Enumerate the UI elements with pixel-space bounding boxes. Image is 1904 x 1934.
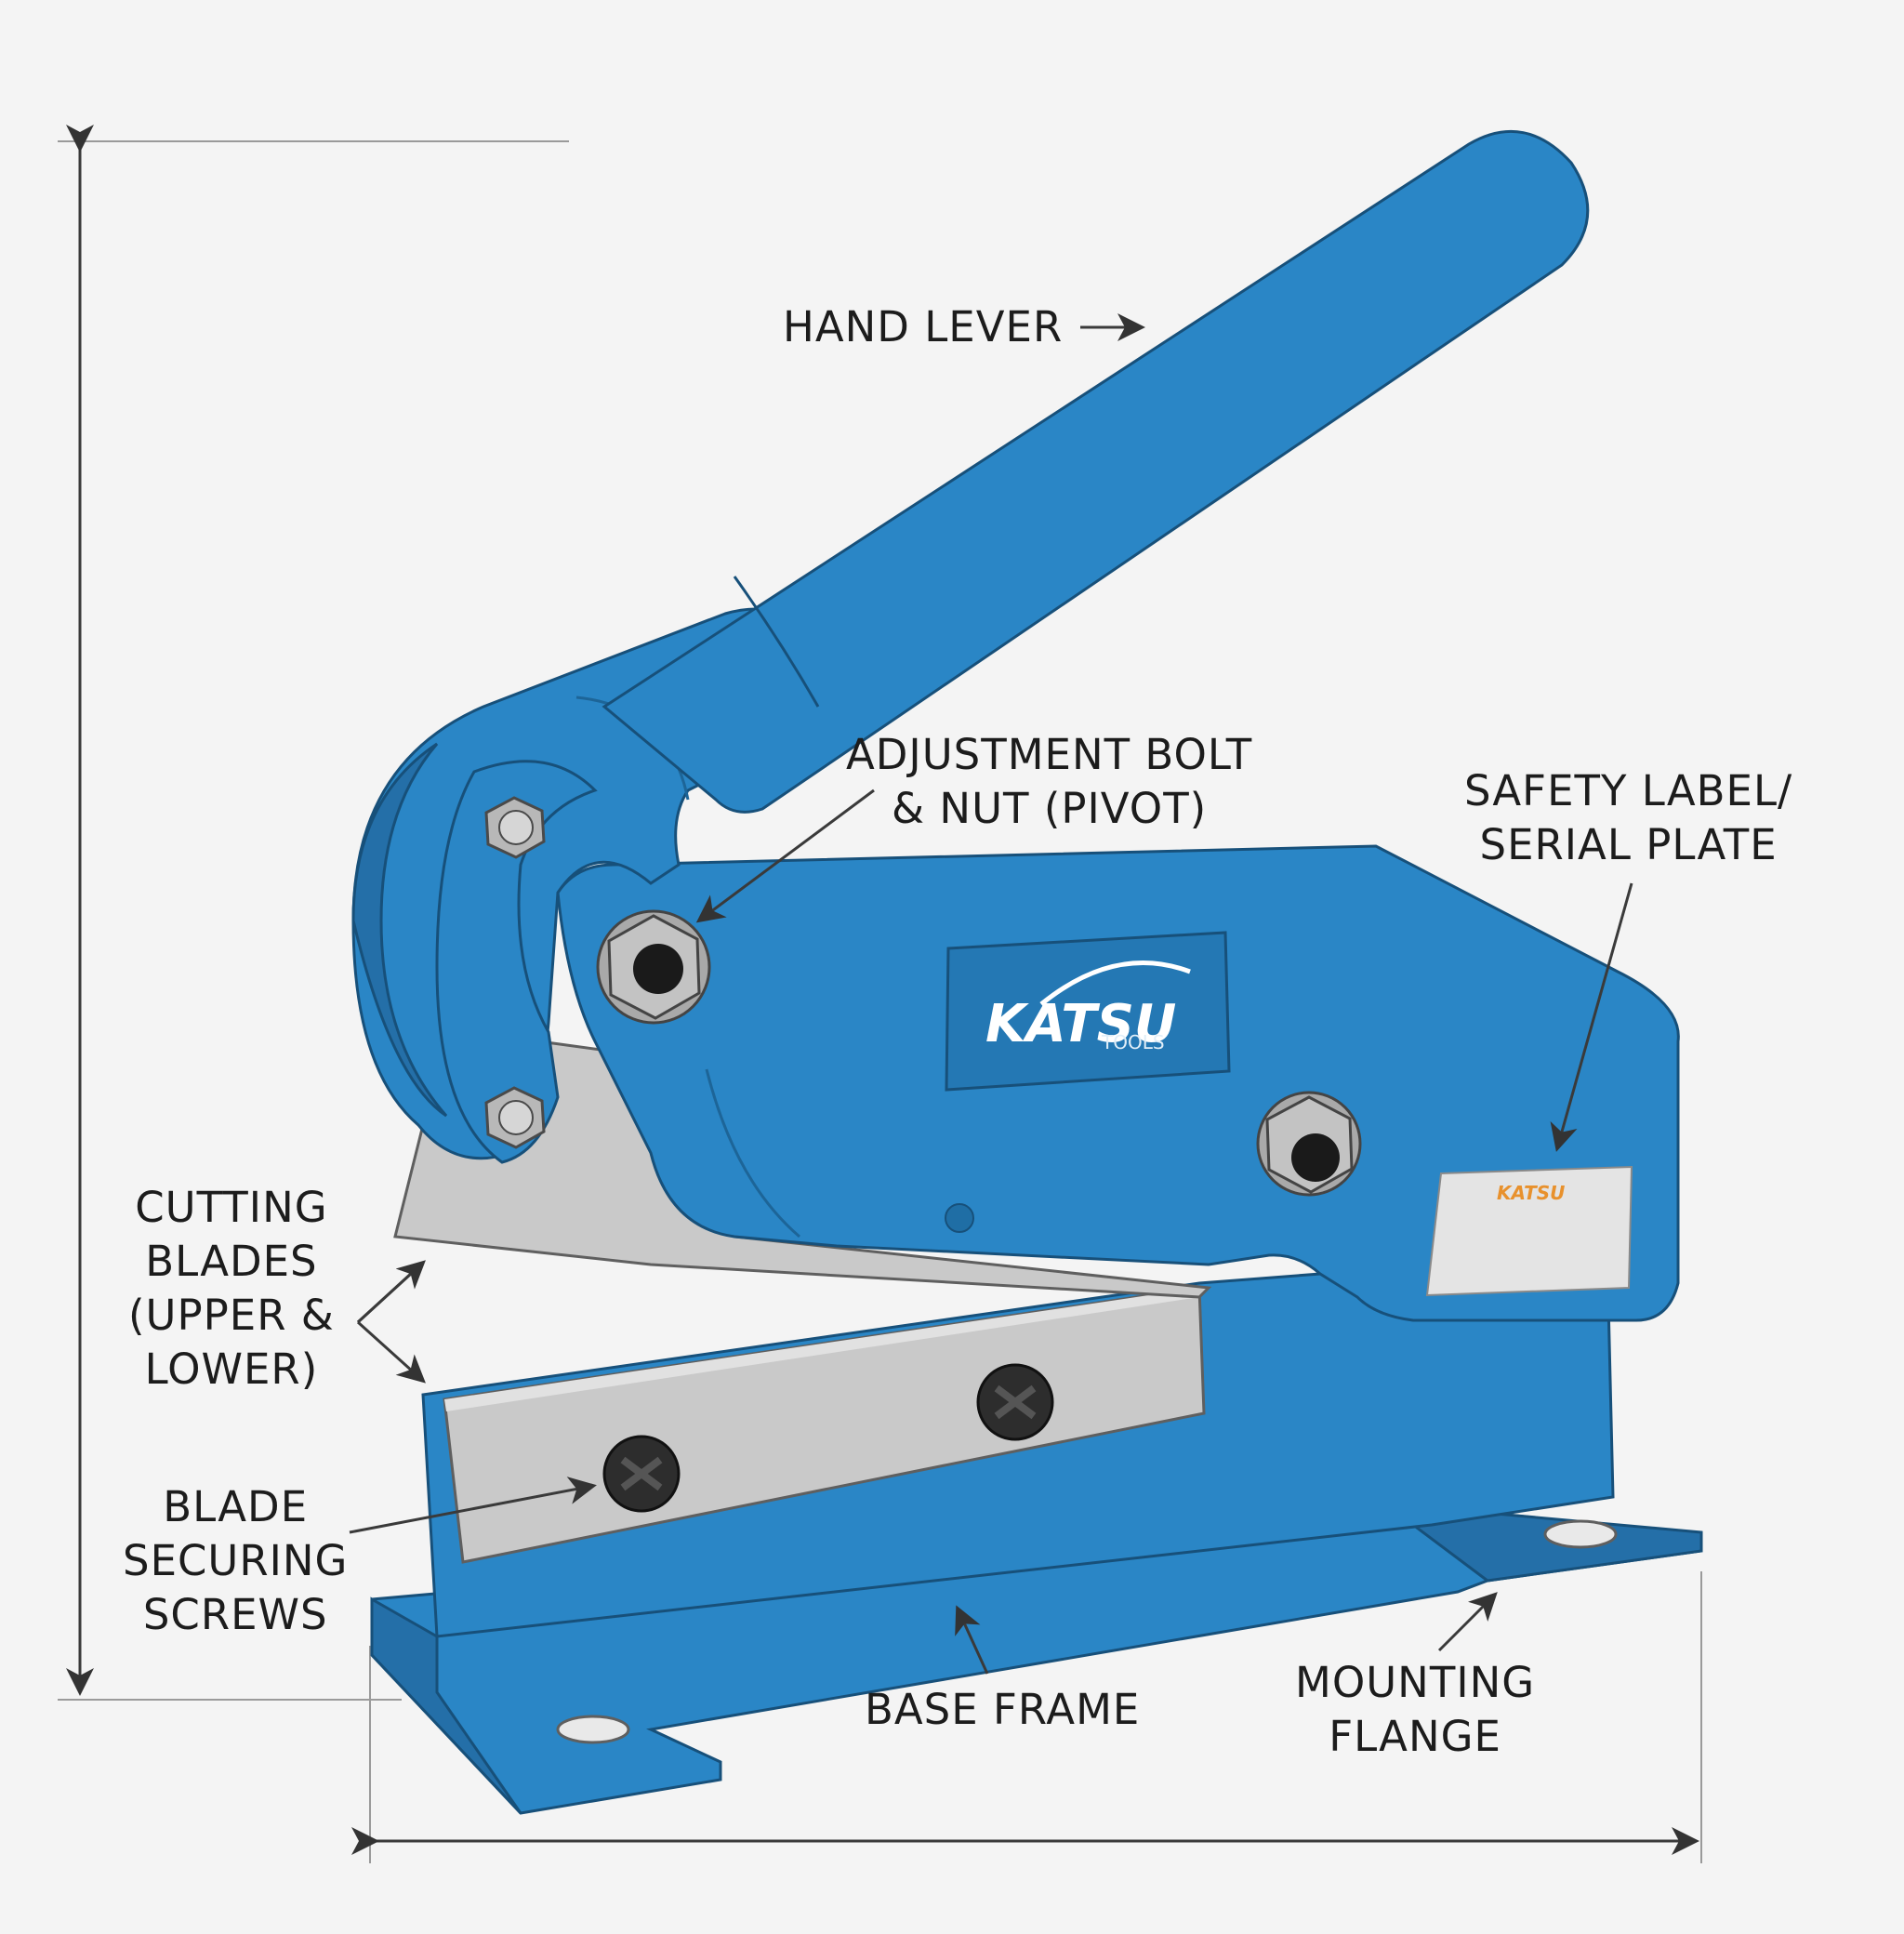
serial-plate-logo: KATSU — [1497, 1182, 1565, 1204]
rear-bolt — [1256, 1091, 1362, 1197]
brand-logo-subtext: TOOLS — [1101, 1031, 1165, 1053]
label-cutting-blades-line3: (UPPER & — [128, 1291, 335, 1340]
label-blade-screws: BLADE SECURING SCREWS — [123, 1480, 348, 1642]
label-cutting-blades: CUTTING BLADES (UPPER & LOWER) — [128, 1181, 335, 1397]
brand-logo-plate: KATSU TOOLS — [945, 931, 1231, 1092]
arrow-pivot — [695, 788, 875, 923]
height-dimension — [58, 125, 569, 1701]
brand-logo-text: KATSU — [985, 994, 1176, 1054]
width-dimension — [351, 1571, 1702, 1863]
label-mounting-flange: MOUNTING FLANGE — [1295, 1656, 1535, 1764]
blade-screw-left — [602, 1435, 681, 1513]
label-hand-lever: HAND LEVER — [783, 300, 1063, 354]
hand-lever — [602, 129, 1590, 814]
arrow-blade-screws — [349, 1477, 597, 1534]
arrow-cutting-blades — [356, 1261, 423, 1381]
arrow-safety-label — [1550, 882, 1633, 1152]
label-blade-screws-line2: SECURING — [123, 1536, 349, 1585]
leader-arrows — [349, 313, 1633, 1675]
label-cutting-blades-line4: LOWER) — [144, 1345, 319, 1394]
label-mounting-flange-line1: MOUNTING — [1295, 1658, 1536, 1707]
mounting-hole-right — [1543, 1519, 1618, 1549]
arrow-mounting-flange — [1437, 1592, 1498, 1652]
label-adjustment-bolt: ADJUSTMENT BOLT & NUT (PIVOT) — [846, 728, 1252, 836]
label-base-frame-text: BASE FRAME — [865, 1685, 1141, 1734]
main-body — [556, 844, 1680, 1322]
label-mounting-flange-line2: FLANGE — [1329, 1712, 1501, 1761]
label-blade-screws-line1: BLADE — [163, 1482, 309, 1531]
blade-screw-right — [976, 1363, 1054, 1441]
safety-serial-plate: KATSU — [1425, 1165, 1633, 1297]
small-hole — [945, 1203, 974, 1233]
upper-blade — [393, 1040, 1212, 1299]
label-adjustment-bolt-line1: ADJUSTMENT BOLT — [846, 730, 1253, 779]
label-safety-plate-line1: SAFETY LABEL/ — [1464, 766, 1793, 815]
label-cutting-blades-line2: BLADES — [145, 1237, 318, 1286]
label-base-frame: BASE FRAME — [865, 1683, 1140, 1737]
label-safety-plate: SAFETY LABEL/ SERIAL PLATE — [1464, 764, 1792, 872]
lever-nut-upper — [484, 796, 546, 859]
label-hand-lever-text: HAND LEVER — [783, 302, 1064, 351]
label-safety-plate-line2: SERIAL PLATE — [1479, 820, 1778, 869]
label-cutting-blades-line1: CUTTING — [135, 1183, 328, 1232]
lever-nut-lower — [484, 1086, 546, 1149]
label-adjustment-bolt-line2: & NUT (PIVOT) — [892, 784, 1208, 833]
label-blade-screws-line3: SCREWS — [142, 1590, 328, 1639]
pivot-bolt — [596, 909, 711, 1025]
mounting-hole-left — [556, 1715, 630, 1744]
arrow-base-frame — [955, 1605, 989, 1675]
